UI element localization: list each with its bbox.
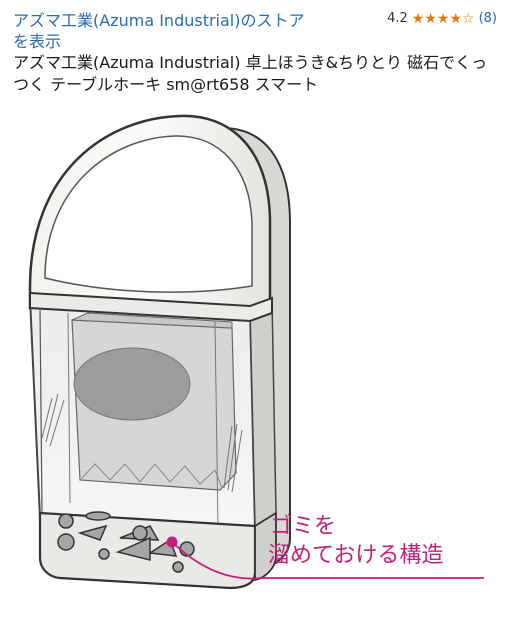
callout-line-2: 溜めておける構造: [268, 543, 444, 568]
rating-value: 4.2: [387, 11, 408, 26]
product-image[interactable]: ゴミを 溜めておける構造: [0, 108, 507, 619]
star-full-icon: ★: [436, 10, 450, 27]
rating-summary[interactable]: 4.2 ★ ★ ★ ★ ☆ (8): [387, 10, 497, 26]
dustpan-illustration: [28, 114, 484, 590]
star-full-icon: ★: [424, 10, 437, 27]
star-full-icon: ★: [449, 10, 463, 27]
star-rating: ★ ★ ★ ★ ☆: [412, 12, 475, 26]
product-header: アズマ工業(Azuma Industrial)のストアを表示 4.2 ★ ★ ★…: [13, 10, 497, 96]
store-rating-row: アズマ工業(Azuma Industrial)のストアを表示 4.2 ★ ★ ★…: [13, 10, 497, 52]
store-link[interactable]: アズマ工業(Azuma Industrial)のストアを表示: [13, 11, 305, 51]
review-count-link[interactable]: (8): [478, 11, 497, 26]
star-full-icon: ★: [411, 10, 425, 27]
callout-line-1: ゴミを: [270, 514, 337, 539]
product-title: アズマ工業(Azuma Industrial) 卓上ほうき&ちりとり 磁石でくっ…: [13, 53, 488, 94]
star-empty-icon: ☆: [462, 10, 475, 27]
